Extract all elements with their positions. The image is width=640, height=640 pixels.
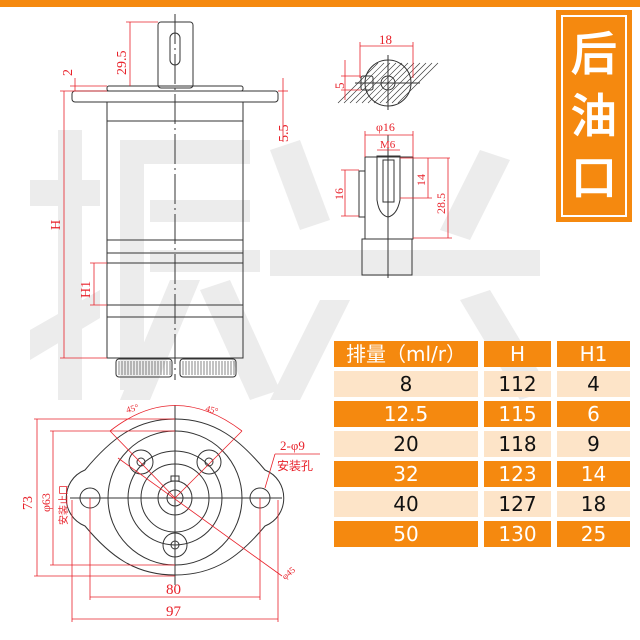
badge-char: 后 xyxy=(571,27,617,81)
dim-width: 97 xyxy=(166,604,182,620)
cell-displacement: 12.5 xyxy=(334,401,478,427)
shaft-section-view: 18 5 xyxy=(332,32,439,110)
dim-height: H xyxy=(49,220,64,230)
pilot-label: 安装止口 xyxy=(57,485,70,525)
holes-label: 安装孔 xyxy=(277,458,313,473)
rear-port-badge: 后 油 口 xyxy=(556,10,632,222)
dim-angle-right: 45° xyxy=(204,403,219,416)
cell-h: 118 xyxy=(484,431,551,457)
cell-h1: 9 xyxy=(557,431,630,457)
header-displacement: 排量（ml/r） xyxy=(334,341,478,367)
cell-h1: 14 xyxy=(557,461,630,487)
dim-shaft-diameter: 18 xyxy=(379,32,392,47)
top-accent-bar xyxy=(0,0,640,7)
cell-displacement: 32 xyxy=(334,461,478,487)
dim-hole-spacing: 80 xyxy=(166,582,181,598)
header-h1: H1 xyxy=(557,341,630,367)
dim-holes: 2-φ9 xyxy=(280,438,305,453)
dim-pilot: φ63 xyxy=(39,493,53,512)
header-h: H xyxy=(484,341,551,367)
shaft-side-view: φ16 M6 14 28.5 16 xyxy=(332,120,452,278)
dim-angle-left: 45° xyxy=(125,402,140,415)
cell-h1: 18 xyxy=(557,491,630,517)
cell-h: 112 xyxy=(484,371,551,397)
dim-key: 5 xyxy=(332,83,347,90)
cell-displacement: 40 xyxy=(334,491,478,517)
dim-key-length: 16 xyxy=(332,188,346,200)
dim-bolt-circle: φ45 xyxy=(280,564,298,581)
cell-h1: 6 xyxy=(557,401,630,427)
cell-h: 130 xyxy=(484,521,551,547)
dim-shaft-length: 29.5 xyxy=(115,51,130,76)
dim-height1: H1 xyxy=(79,281,94,298)
side-view: H H1 29.5 2 5.5 xyxy=(49,14,292,380)
dim-thread-depth: 14 xyxy=(414,174,428,186)
badge-char: 油 xyxy=(571,89,617,143)
cell-displacement: 8 xyxy=(334,371,478,397)
dim-flange-offset: 5.5 xyxy=(277,125,292,143)
dim-thread: M6 xyxy=(380,139,396,151)
dim-height-73: 73 xyxy=(21,496,36,510)
dim-flange-thickness: 2 xyxy=(61,69,76,76)
dim-total-length: 28.5 xyxy=(434,193,448,214)
badge-char: 口 xyxy=(571,151,617,205)
cell-h: 127 xyxy=(484,491,551,517)
cell-h1: 25 xyxy=(557,521,630,547)
dim-shaft-phi16: φ16 xyxy=(376,120,395,134)
cell-h: 123 xyxy=(484,461,551,487)
cell-displacement: 50 xyxy=(334,521,478,547)
cell-h1: 4 xyxy=(557,371,630,397)
cell-displacement: 20 xyxy=(334,431,478,457)
bottom-view: 45° 45° 2-φ9 安装孔 73 φ63 安装止口 φ45 80 97 xyxy=(21,402,320,622)
cell-h: 115 xyxy=(484,401,551,427)
